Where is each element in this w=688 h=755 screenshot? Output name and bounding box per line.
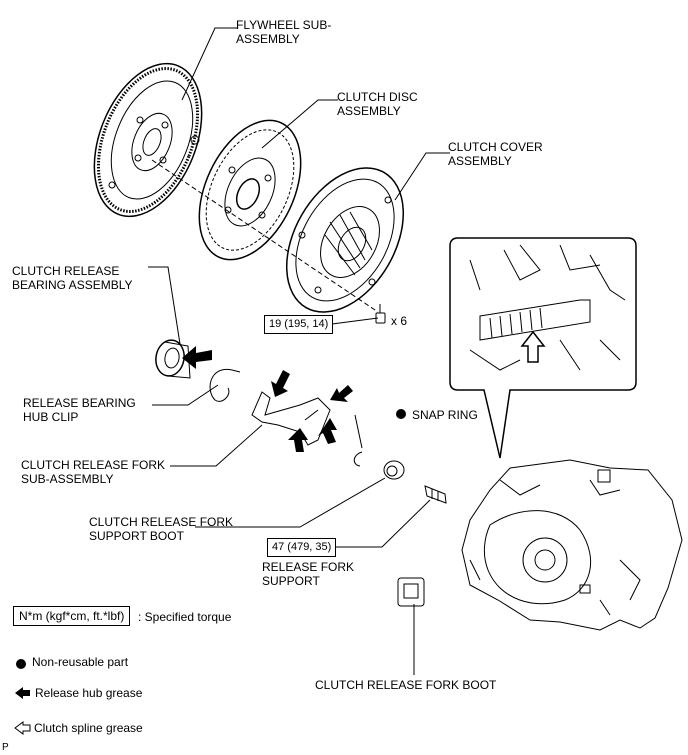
flywheel-drawing [93, 62, 203, 218]
legend-solid-arrow-icon [15, 687, 30, 699]
clutch-disc-label: CLUTCH DISC ASSEMBLY [337, 90, 418, 118]
hub-grease-arrow [182, 346, 212, 369]
hub-clip-label: RELEASE BEARING HUB CLIP [23, 396, 136, 424]
torque-box-cover-bolts: 19 (195, 14) [264, 315, 334, 334]
legend-hub-grease: Release hub grease [35, 686, 143, 700]
detail-callout-drawing [449, 237, 637, 459]
legend-dot-icon [16, 659, 26, 669]
legend-torque-desc: : Specified torque [138, 610, 232, 624]
flywheel-label: FLYWHEEL SUB- ASSEMBLY [236, 18, 332, 46]
release-fork-drawing [251, 391, 331, 446]
snap-ring-drawing [353, 451, 363, 467]
legend-non-reusable: Non-reusable part [32, 655, 129, 669]
corner-mark: P [2, 742, 9, 753]
legend-torque-box: N*m (kgf*cm, ft.*lbf) [13, 606, 131, 626]
release-bearing-drawing [155, 339, 191, 379]
hub-grease-arrow [271, 370, 290, 397]
fork-boot-drawing [397, 577, 425, 607]
legend-spline-grease: Clutch spline grease [34, 721, 143, 735]
hub-grease-arrow [288, 428, 308, 452]
fork-boot-label: CLUTCH RELEASE FORK BOOT [315, 678, 497, 692]
hub-clip-drawing [209, 368, 241, 402]
snap-ring-label: SNAP RING [412, 408, 478, 422]
clutch-cover-drawing [285, 167, 405, 313]
cover-bolt-drawing [375, 304, 386, 324]
legend-hollow-arrow-icon [14, 721, 31, 735]
fork-support-label: RELEASE FORK SUPPORT [262, 560, 355, 588]
fork-support-drawing [424, 485, 447, 504]
release-bearing-label: CLUTCH RELEASE BEARING ASSEMBLY [12, 264, 133, 292]
hub-grease-arrow [318, 418, 337, 444]
release-fork-label: CLUTCH RELEASE FORK SUB-ASSEMBLY [21, 458, 166, 486]
clutch-cover-label: CLUTCH COVER ASSEMBLY [448, 140, 543, 168]
bolt-quantity-label: x 6 [391, 314, 408, 328]
torque-box-fork-support: 47 (479, 35) [267, 538, 337, 557]
clutch-disc-drawing [198, 119, 302, 261]
non-reusable-dot [396, 409, 406, 419]
hub-grease-arrow [330, 385, 353, 402]
support-boot-drawing [383, 460, 405, 480]
transmission-case-drawing [461, 459, 683, 631]
spline-grease-arrow [520, 330, 546, 363]
fork-support-boot-label: CLUTCH RELEASE FORK SUPPORT BOOT [89, 515, 234, 543]
